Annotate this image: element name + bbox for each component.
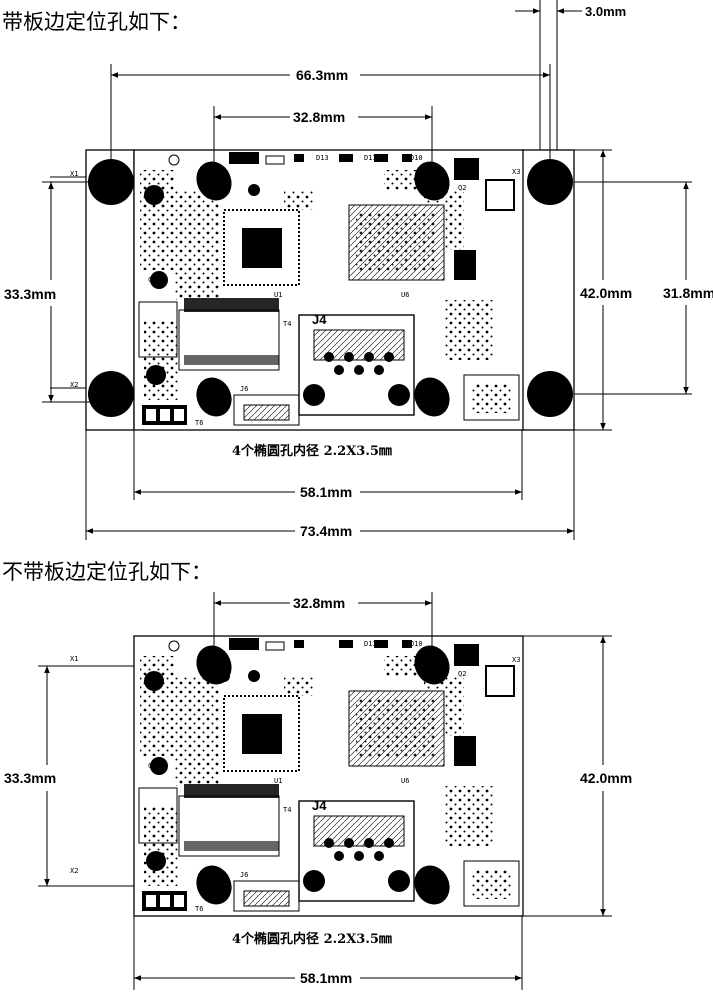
label-d11-bottom: D11 bbox=[364, 640, 377, 648]
label-t4: T4 bbox=[283, 320, 291, 328]
dim-42-0-bottom: 42.0mm bbox=[580, 770, 632, 786]
label-con2-bottom: CON2 bbox=[148, 762, 165, 770]
dim-58-1-top: 58.1mm bbox=[300, 484, 352, 500]
dim-31-8: 31.8mm bbox=[663, 285, 713, 301]
dim-32-8-bottom: 32.8mm bbox=[293, 595, 345, 611]
pcb-with-edge-holes bbox=[85, 149, 575, 431]
oval-hole-2 bbox=[414, 161, 450, 201]
dim-66-3: 66.3mm bbox=[296, 67, 348, 83]
corner-hole-x1 bbox=[88, 159, 134, 205]
dim-42-0-top: 42.0mm bbox=[580, 285, 632, 301]
label-x2: X2 bbox=[70, 381, 78, 389]
label-x1: X1 bbox=[70, 170, 78, 178]
dim-33-3-top: 33.3mm bbox=[4, 286, 56, 302]
dim-3-0: 3.0mm bbox=[585, 4, 626, 19]
label-d10: D10 bbox=[410, 154, 423, 162]
label-t6: T6 bbox=[195, 419, 203, 427]
hole-caption-bottom: 4个椭圆孔内径 2.2X3.5㎜ bbox=[232, 931, 392, 947]
label-u6-bottom: U6 bbox=[401, 777, 409, 785]
label-x2-bottom: X2 bbox=[70, 867, 78, 875]
corner-hole-x4 bbox=[527, 371, 573, 417]
label-d13: D13 bbox=[316, 154, 329, 162]
oval-hole-3 bbox=[196, 377, 232, 417]
dim-73-4: 73.4mm bbox=[300, 523, 352, 539]
corner-hole-x2 bbox=[88, 371, 134, 417]
label-j4-bottom: J4 bbox=[312, 798, 327, 813]
label-j6-bottom: J6 bbox=[240, 871, 248, 879]
dim-32-8-top: 32.8mm bbox=[293, 109, 345, 125]
section-heading-with-edge-holes: 带板边定位孔如下： bbox=[2, 10, 191, 34]
pcb-without-edge-holes bbox=[133, 635, 524, 917]
label-q2-bottom: Q2 bbox=[458, 670, 466, 678]
label-d10-bottom: D10 bbox=[410, 640, 423, 648]
label-j4: J4 bbox=[312, 312, 327, 327]
label-x3-bottom: X3 bbox=[512, 656, 520, 664]
label-u1: U1 bbox=[274, 291, 282, 299]
dim-33-3-bottom: 33.3mm bbox=[4, 770, 56, 786]
label-t4-bottom: T4 bbox=[283, 806, 291, 814]
label-x3: X3 bbox=[512, 168, 520, 176]
label-t6-bottom: T6 bbox=[195, 905, 203, 913]
section-heading-without-edge-holes: 不带板边定位孔如下： bbox=[2, 560, 212, 584]
label-con2: CON2 bbox=[148, 276, 165, 284]
hole-caption-top: 4个椭圆孔内径 2.2X3.5㎜ bbox=[232, 443, 392, 459]
label-q2: Q2 bbox=[458, 184, 466, 192]
oval-hole-1 bbox=[196, 161, 232, 201]
oval-hole-8 bbox=[414, 865, 450, 905]
corner-hole-x3 bbox=[527, 159, 573, 205]
label-u6: U6 bbox=[401, 291, 409, 299]
oval-hole-7 bbox=[196, 865, 232, 905]
dim-58-1-bottom: 58.1mm bbox=[300, 970, 352, 986]
label-d11: D11 bbox=[364, 154, 377, 162]
oval-hole-4 bbox=[414, 377, 450, 417]
label-x1-bottom: X1 bbox=[70, 655, 78, 663]
oval-hole-6 bbox=[414, 645, 450, 685]
label-j6: J6 bbox=[240, 385, 248, 393]
oval-hole-5 bbox=[196, 645, 232, 685]
label-u1-bottom: U1 bbox=[274, 777, 282, 785]
